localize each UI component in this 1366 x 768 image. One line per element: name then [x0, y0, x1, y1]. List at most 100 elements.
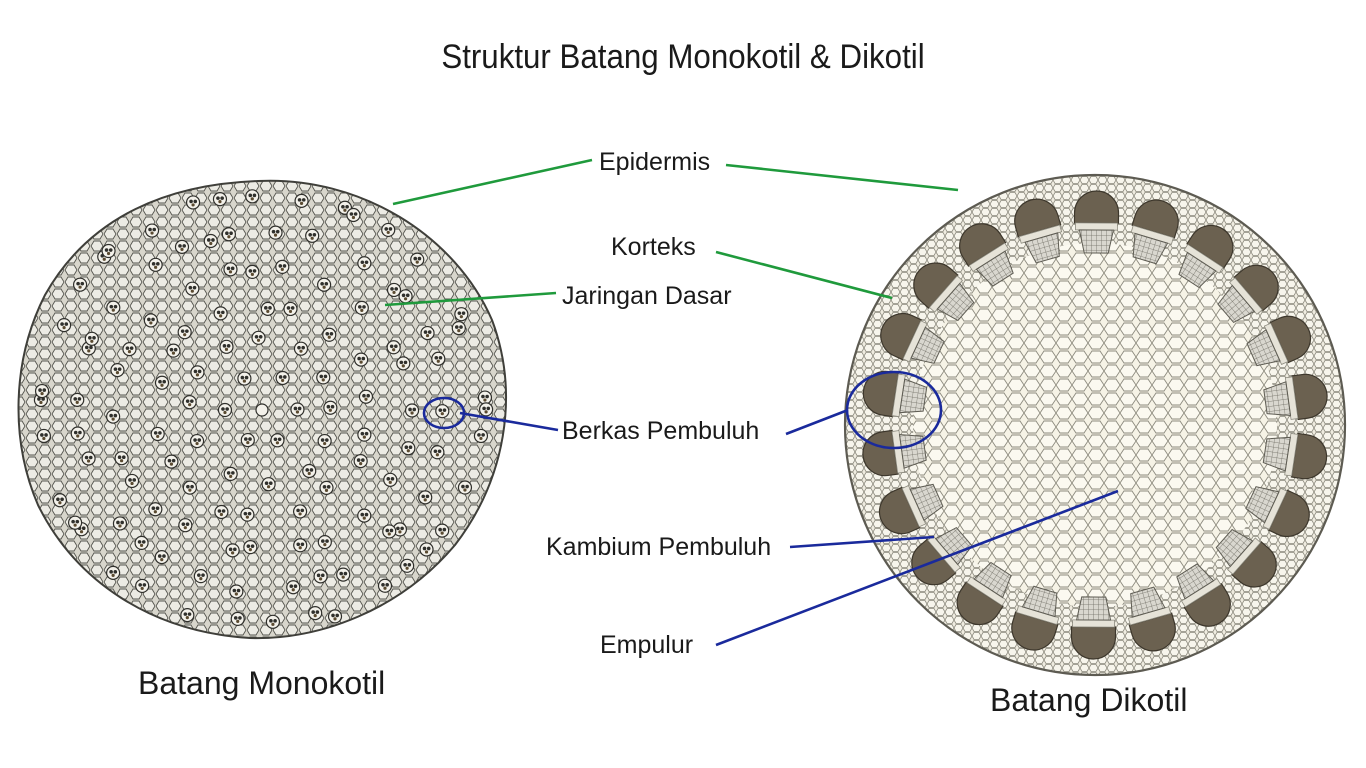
monocot-vascular-bundle — [154, 375, 170, 390]
monocot-vascular-bundle — [221, 227, 236, 242]
dicot-vascular-bundle — [1262, 432, 1328, 480]
leader-empulur — [715, 489, 1119, 647]
monocot-vascular-bundle — [473, 428, 489, 444]
monocot-vascular-bundle — [212, 192, 228, 207]
monocot-vascular-bundle — [292, 504, 308, 519]
monocot-vascular-bundle — [404, 403, 420, 418]
monocot-vascular-bundle — [185, 195, 201, 210]
monocot-vascular-bundle — [229, 584, 244, 599]
monocot-vascular-bundle — [317, 534, 332, 550]
label-empulur: Empulur — [600, 631, 694, 659]
leader-korteks — [715, 250, 893, 300]
monocot-vascular-bundle — [214, 504, 229, 520]
leader-berkas-right — [785, 408, 849, 436]
monocot-vascular-bundle — [245, 264, 260, 280]
monocot-vascular-bundle — [294, 193, 309, 208]
monocot-vascular-bundle — [313, 569, 328, 584]
monocot-vascular-bundle — [106, 300, 121, 315]
monocot-vascular-bundle — [383, 472, 398, 487]
monocot-vascular-bundle — [110, 363, 125, 378]
label-jaringan-dasar: Jaringan Dasar — [562, 282, 732, 310]
caption-dicot: Batang Dikotil — [990, 682, 1188, 718]
monocot-vascular-bundle — [230, 611, 245, 626]
dicot-vascular-bundle — [1217, 264, 1279, 324]
monocot-vascular-bundle — [178, 518, 193, 533]
monocot-vascular-bundle — [430, 445, 445, 460]
monocot-vascular-bundle — [357, 427, 372, 442]
monocot-vascular-bundle — [418, 490, 433, 505]
monocot-vascular-bundle — [293, 538, 308, 553]
monocot-vascular-bundle — [319, 480, 334, 495]
monocot-vascular-bundle — [237, 371, 252, 386]
dicot-vascular-bundle — [880, 313, 945, 364]
monocot-vascular-bundle — [34, 383, 50, 399]
monocot-vascular-bundle — [451, 321, 466, 336]
monocot-vascular-bundle — [336, 567, 351, 582]
monocot-vascular-bundle — [68, 515, 83, 530]
monocot-vascular-bundle — [213, 306, 228, 321]
monocot-vascular-bundle — [308, 606, 323, 621]
monocot-vascular-bundle — [148, 502, 163, 517]
monocot-vascular-bundle — [261, 477, 276, 492]
dicot-vascular-bundle — [1176, 563, 1231, 627]
highlight-dicot-bundle — [845, 370, 943, 450]
monocot-vascular-bundle — [435, 523, 450, 538]
monocot-vascular-bundle — [134, 535, 149, 551]
dicot-vascular-bundle — [1246, 315, 1312, 367]
monocot-vascular-bundle — [185, 281, 200, 296]
monocot-vascular-bundle — [270, 433, 285, 448]
monocot-vascular-bundle — [114, 451, 129, 466]
monocot-vascular-bundle — [177, 325, 192, 340]
monocot-vascular-bundle — [240, 507, 255, 522]
monocot-vascular-bundle — [36, 428, 51, 444]
label-kambium-pembuluh: Kambium Pembuluh — [546, 533, 772, 561]
monocot-vascular-bundle — [392, 522, 408, 537]
leader-lines — [384, 158, 1119, 647]
monocot-vascular-bundle — [143, 313, 158, 328]
monocot-vascular-bundle — [164, 454, 179, 469]
monocot-vascular-bundle — [317, 277, 332, 292]
monocot-vascular-bundle — [382, 524, 397, 539]
monocot-vascular-bundle — [386, 340, 401, 355]
monocot-vascular-bundle — [401, 441, 416, 456]
diagram-title: Struktur Batang Monokotil & Dikotil — [441, 38, 925, 76]
monocot-vascular-bundle — [101, 243, 116, 259]
monocot-vascular-bundle — [410, 252, 425, 267]
dicot-vascular-bundle — [1263, 373, 1328, 421]
monocot-vascular-bundle — [396, 356, 411, 371]
monocot-vascular-bundle — [56, 317, 72, 333]
monocot-vascular-bundle — [144, 223, 160, 238]
monocot-vascular-bundle — [81, 451, 96, 466]
leader-epidermis-right — [725, 163, 959, 192]
monocot-vascular-bundle — [124, 473, 140, 489]
monocot-vascular-bundle — [305, 228, 320, 243]
monocot-vascular-bundle — [457, 480, 473, 495]
monocot-vascular-bundle — [293, 341, 309, 356]
dicot-vascular-bundle — [1070, 596, 1117, 660]
monocot-vascular-bundle — [354, 300, 369, 315]
monocot-vascular-bundle — [260, 301, 275, 316]
dicot-vascular-bundle — [1073, 190, 1120, 254]
monocot-vascular-bundle — [112, 516, 128, 531]
dicot-pith — [913, 243, 1277, 607]
monocot-vascular-bundle — [346, 207, 361, 223]
monocot-vascular-bundle — [190, 365, 205, 380]
monocot-vascular-bundle — [52, 493, 68, 508]
monocot-vascular-bundle — [290, 402, 305, 417]
monocot-vascular-bundle — [353, 453, 368, 469]
monocot-vascular-bundle — [180, 608, 195, 623]
monocot-vascular-bundle — [240, 432, 255, 448]
monocot-vascular-bundle — [377, 578, 393, 593]
monocot-vascular-bundle — [106, 565, 121, 580]
monocot-vascular-bundle — [245, 189, 260, 204]
monocot-vascular-bundle — [286, 580, 301, 595]
monocot-vascular-bundle — [358, 389, 374, 404]
monocot-vascular-bundle — [431, 351, 446, 366]
monocot-vascular-bundle — [268, 225, 283, 240]
dicot-vascular-bundles — [862, 190, 1328, 660]
monocot-vascular-bundle — [106, 409, 121, 424]
monocot-vascular-bundle — [225, 543, 240, 558]
dicot-vascular-bundle — [1014, 198, 1063, 264]
monocot-vascular-bundle — [283, 301, 298, 317]
